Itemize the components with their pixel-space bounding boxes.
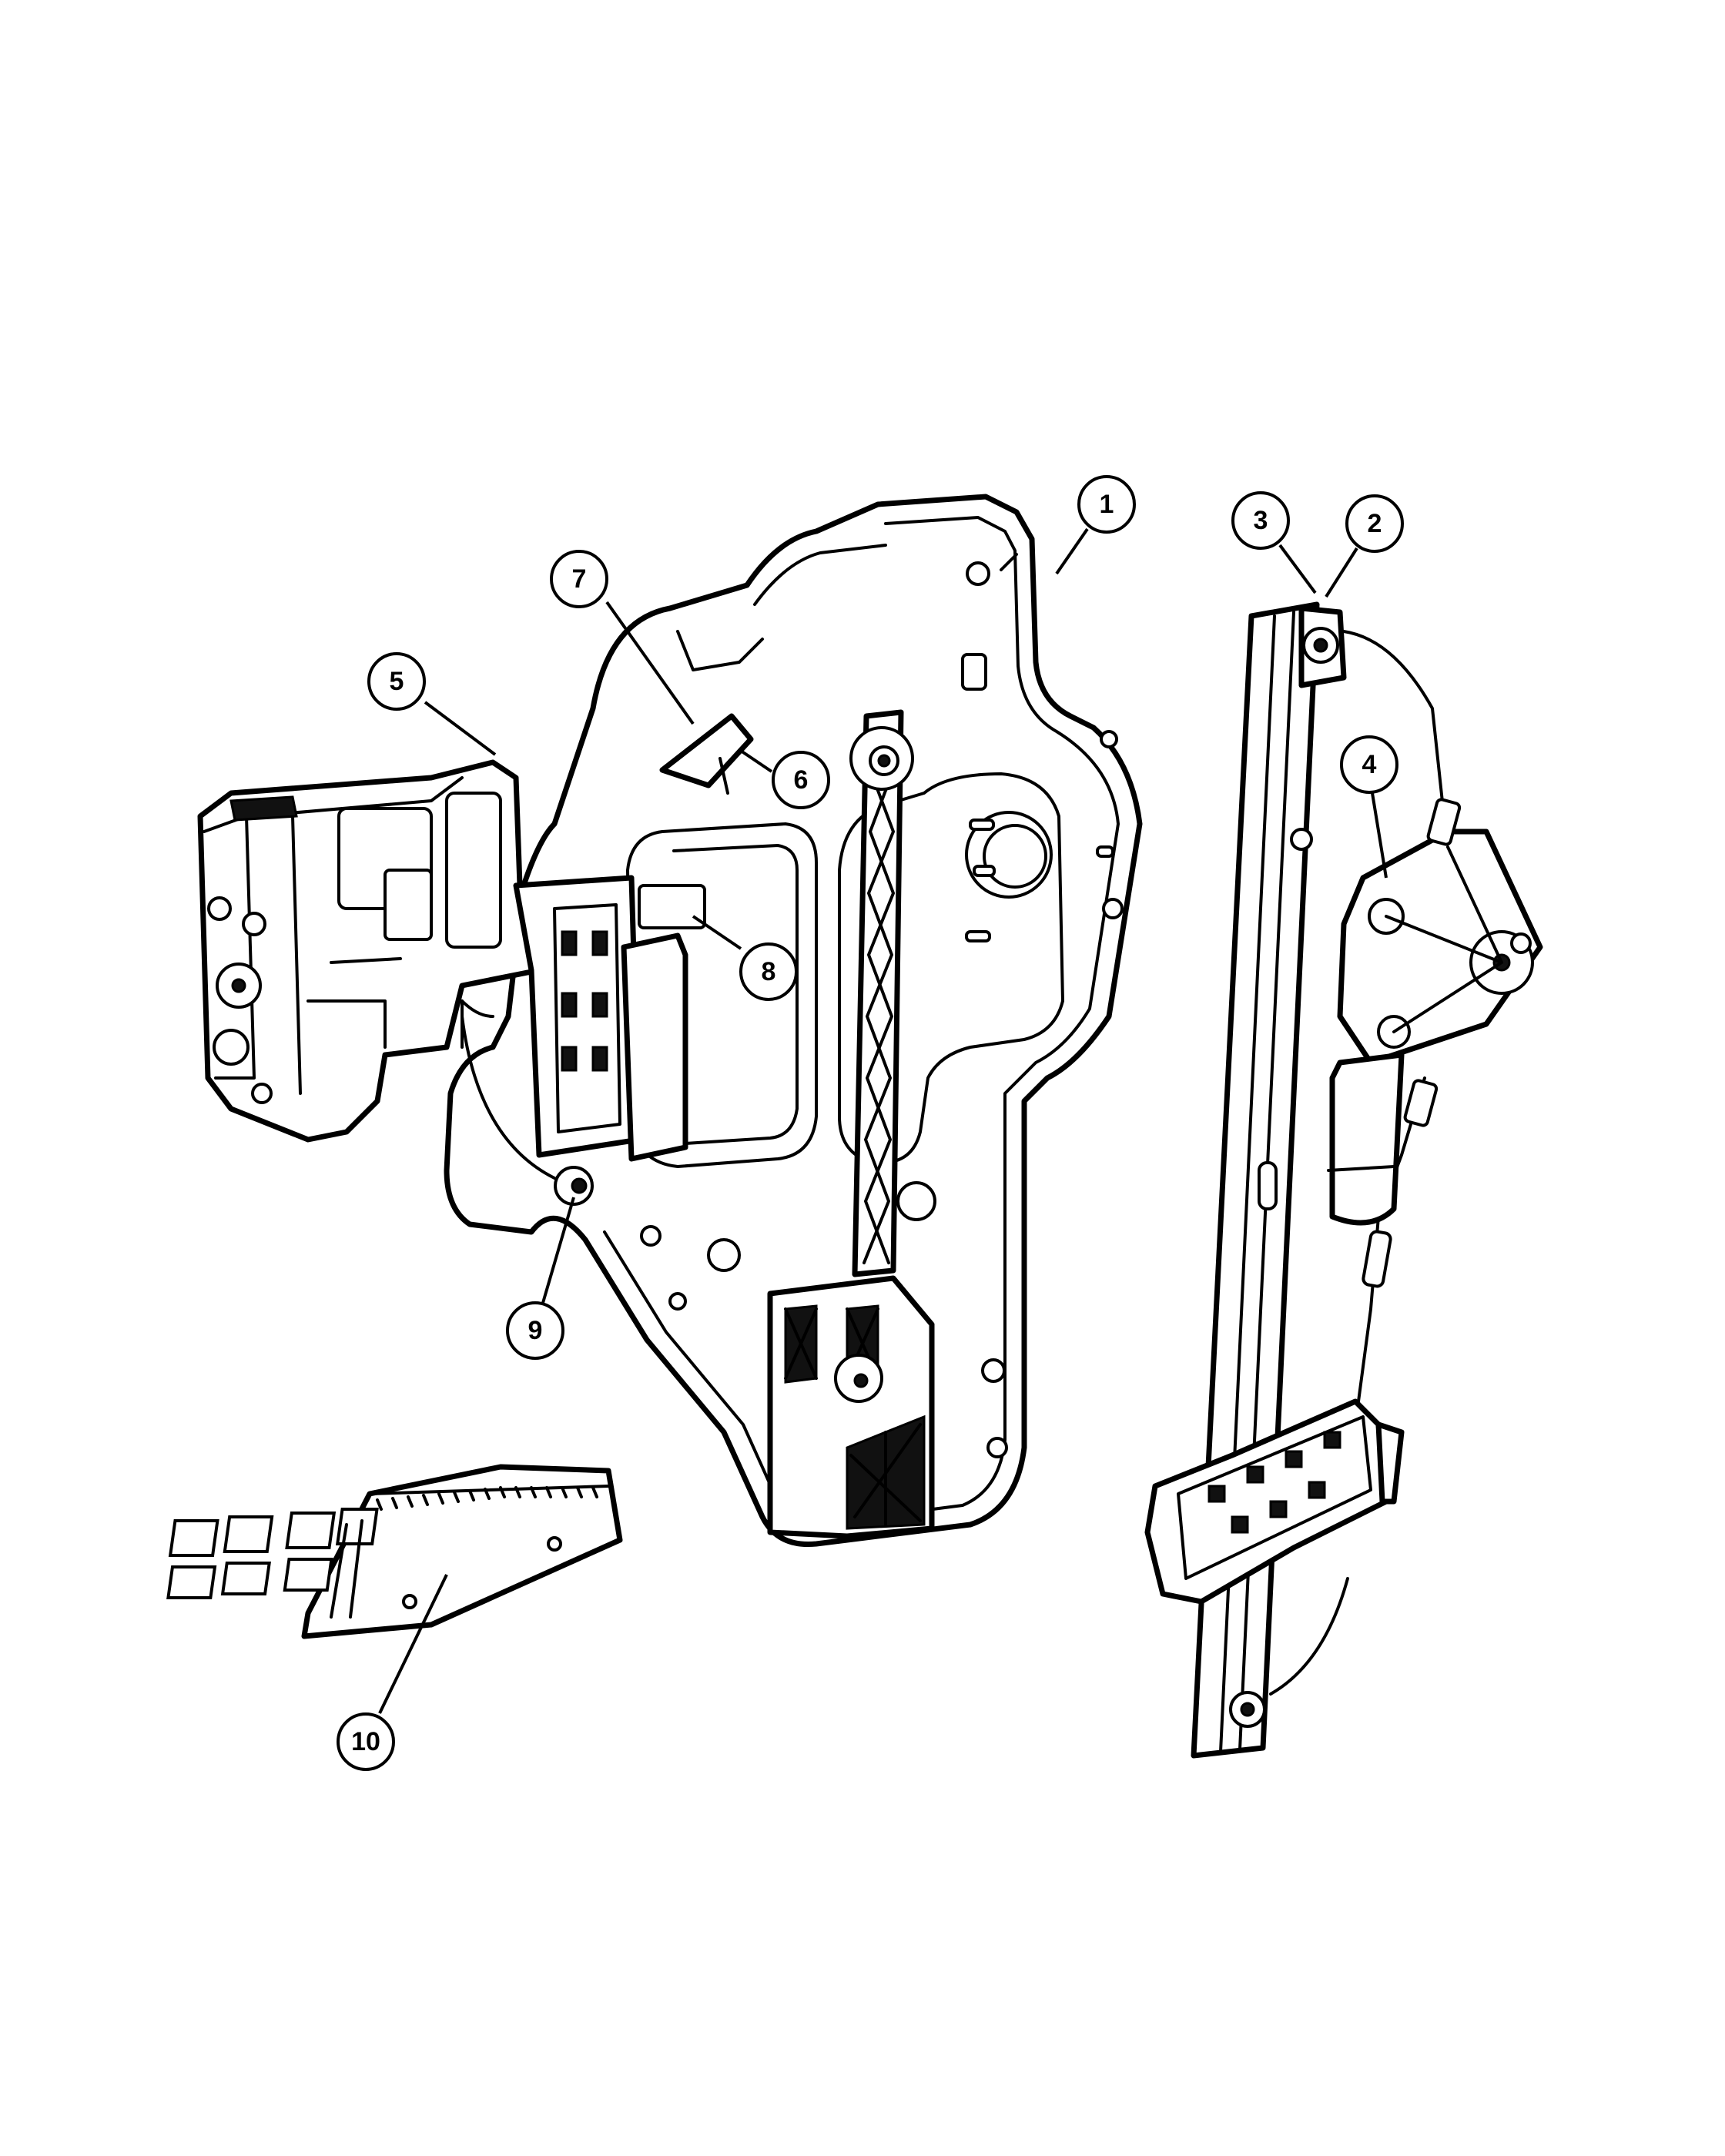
door-inner-panel[interactable]	[444, 494, 1143, 1548]
callout-7: 7	[550, 550, 608, 608]
leader-6	[739, 749, 773, 773]
window-regulator-rail	[849, 709, 914, 1277]
wire-grommet[interactable]	[461, 1015, 594, 1206]
svg-text:2: 2	[1368, 509, 1382, 538]
leader-7	[605, 601, 695, 725]
speaker-module	[461, 932, 688, 1162]
callout-10: 10	[337, 1712, 395, 1771]
leader-10	[378, 1574, 448, 1714]
svg-text:7: 7	[572, 564, 587, 594]
door-trim-insert[interactable]	[166, 1464, 623, 1639]
svg-text:9: 9	[528, 1316, 543, 1345]
svg-text:1: 1	[1100, 490, 1114, 519]
callout-2: 2	[1345, 494, 1404, 553]
callout-3: 3	[1231, 491, 1290, 550]
callout-6: 6	[772, 751, 830, 809]
svg-text:5: 5	[390, 667, 404, 696]
leader-3	[1278, 544, 1317, 594]
callout-5: 5	[367, 652, 426, 711]
svg-text:6: 6	[794, 765, 809, 795]
callouts: 1 2 3 4 5 6 7 8	[337, 475, 1404, 1771]
door-latch[interactable]	[197, 759, 542, 1143]
svg-text:10: 10	[351, 1727, 380, 1756]
callout-1: 1	[1077, 475, 1136, 534]
leader-5	[424, 701, 497, 756]
svg-text:8: 8	[762, 957, 776, 986]
leader-8	[692, 915, 742, 950]
callout-8: 8	[739, 942, 798, 1001]
inside-handle-bracket[interactable]	[513, 713, 754, 1158]
leader-4	[1371, 792, 1388, 879]
lower-lattice	[767, 1275, 935, 1539]
svg-text:3: 3	[1254, 506, 1268, 535]
callout-4: 4	[1340, 735, 1398, 794]
svg-text:4: 4	[1362, 750, 1377, 779]
leader-2	[1325, 547, 1358, 598]
window-regulator[interactable]	[1144, 601, 1543, 1759]
leader-lines	[378, 527, 1388, 1714]
leader-9	[541, 1197, 575, 1304]
leader-1	[1055, 527, 1089, 575]
callout-9: 9	[506, 1301, 564, 1360]
